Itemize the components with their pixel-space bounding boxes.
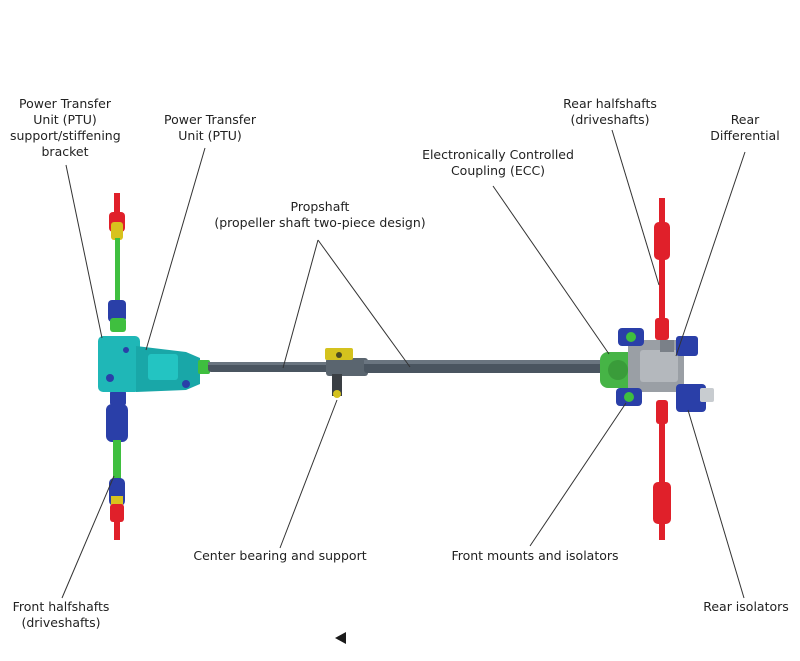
label-rear-halfshafts: Rear halfshafts (driveshafts) [563, 96, 657, 127]
power-transfer-unit [98, 336, 210, 392]
center-bearing [325, 348, 353, 398]
label-rear-isolators: Rear isolators [703, 599, 789, 614]
label-ecc: Electronically Controlled Coupling (ECC) [422, 147, 574, 178]
label-front-mounts: Front mounts and isolators [451, 548, 619, 563]
front-halfshafts [106, 193, 128, 540]
label-rear-differential: Rear Differential [710, 112, 780, 143]
propshaft [208, 358, 604, 376]
label-propshaft: Propshaft (propeller shaft two-piece des… [214, 199, 426, 230]
leader-lines [61, 129, 746, 599]
rear-halfshafts [653, 198, 671, 540]
label-ptu-bracket: Power Transfer Unit (PTU) support/stiffe… [10, 96, 121, 159]
label-center-bearing: Center bearing and support [193, 548, 367, 563]
rear-drive-unit [600, 328, 714, 412]
label-front-halfshafts: Front halfshafts (driveshafts) [12, 599, 110, 630]
label-ptu: Power Transfer Unit (PTU) [163, 112, 257, 143]
triangle-left-icon[interactable] [331, 628, 351, 648]
